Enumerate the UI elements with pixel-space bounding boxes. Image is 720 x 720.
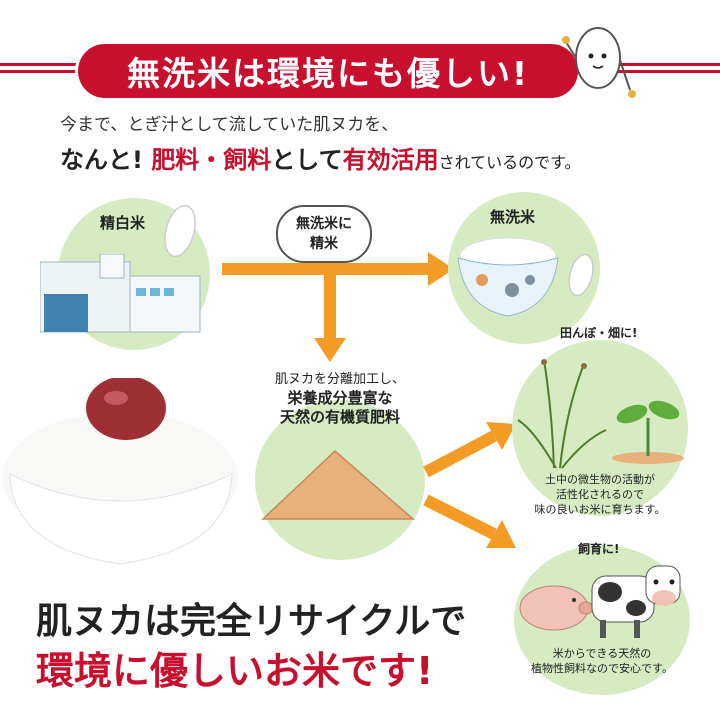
process-line2: 精米	[310, 236, 338, 252]
cow-icon	[591, 565, 681, 638]
factory-icon	[40, 254, 201, 333]
farm-note-line2: 植物性飼料なので安心です。	[531, 662, 673, 675]
intro-part-d: 有効活用	[342, 146, 439, 174]
intro-line1: 今まで、とぎ汁として流していた肌ヌカを、	[60, 115, 399, 135]
field-note-line2: 活性化されるので	[556, 488, 644, 501]
arrow-down	[324, 270, 336, 340]
bran-pile-icon	[261, 449, 416, 520]
intro-part-a: なんと!	[60, 146, 143, 174]
page-title: 無洗米は環境にも優しい!	[78, 44, 578, 98]
farm-label: 飼育に!	[578, 542, 620, 556]
pig-icon	[519, 585, 594, 631]
arrow-to-farm	[423, 494, 516, 548]
field-label: 田んぼ・畑に!	[560, 326, 638, 340]
intro-part-c: として	[271, 146, 343, 174]
arrow-to-musen-head	[428, 252, 454, 286]
intro-line2: なんと! 肥料・飼料として有効活用されているのです。	[60, 140, 581, 175]
rice-grain-icon	[164, 204, 196, 258]
seihaku-label: 精白米	[100, 214, 146, 232]
headline-line2: 環境に優しいお米です!	[36, 649, 434, 693]
arrow-to-musen	[222, 263, 432, 275]
rice-grain-mascot-icon	[562, 27, 636, 98]
process-line1: 無洗米に	[296, 216, 352, 232]
field-note-line1: 土中の微生物の活動が	[545, 473, 655, 486]
farm-note-line1: 米からできる天然の	[552, 647, 652, 660]
rice-grain-icon	[568, 253, 594, 297]
farm-note: 米からできる天然の 植物性飼料なので安心です。	[514, 646, 690, 676]
field-note: 土中の微生物の活動が 活性化されるので 味の良いお米に育ちます。	[512, 472, 688, 517]
bran-description: 肌ヌカを分離加工し、 栄養成分豊富な 天然の有機質肥料	[235, 370, 445, 427]
umeboshi-rice-icon	[2, 378, 238, 565]
bran-line1: 肌ヌカを分離加工し、	[274, 372, 405, 387]
sprout-icon	[612, 400, 684, 464]
musen-label: 無洗米	[490, 208, 536, 226]
bran-line2: 栄養成分豊富な	[287, 389, 393, 407]
rice-plant-icon	[517, 359, 607, 469]
intro-part-b: 肥料・飼料	[151, 146, 272, 174]
field-note-line3: 味の良いお米に育ちます。	[534, 503, 666, 516]
field-circle	[512, 340, 688, 516]
arrow-to-field	[423, 422, 516, 478]
arrow-down-head	[314, 338, 346, 362]
headline-line1: 肌ヌカは完全リサイクルで	[36, 601, 467, 642]
bran-line3: 天然の有機質肥料	[279, 408, 400, 426]
intro-part-e: されているのです。	[438, 153, 581, 172]
process-pill: 無洗米に 精米	[276, 205, 372, 263]
rice-bowl-icon	[457, 237, 559, 317]
